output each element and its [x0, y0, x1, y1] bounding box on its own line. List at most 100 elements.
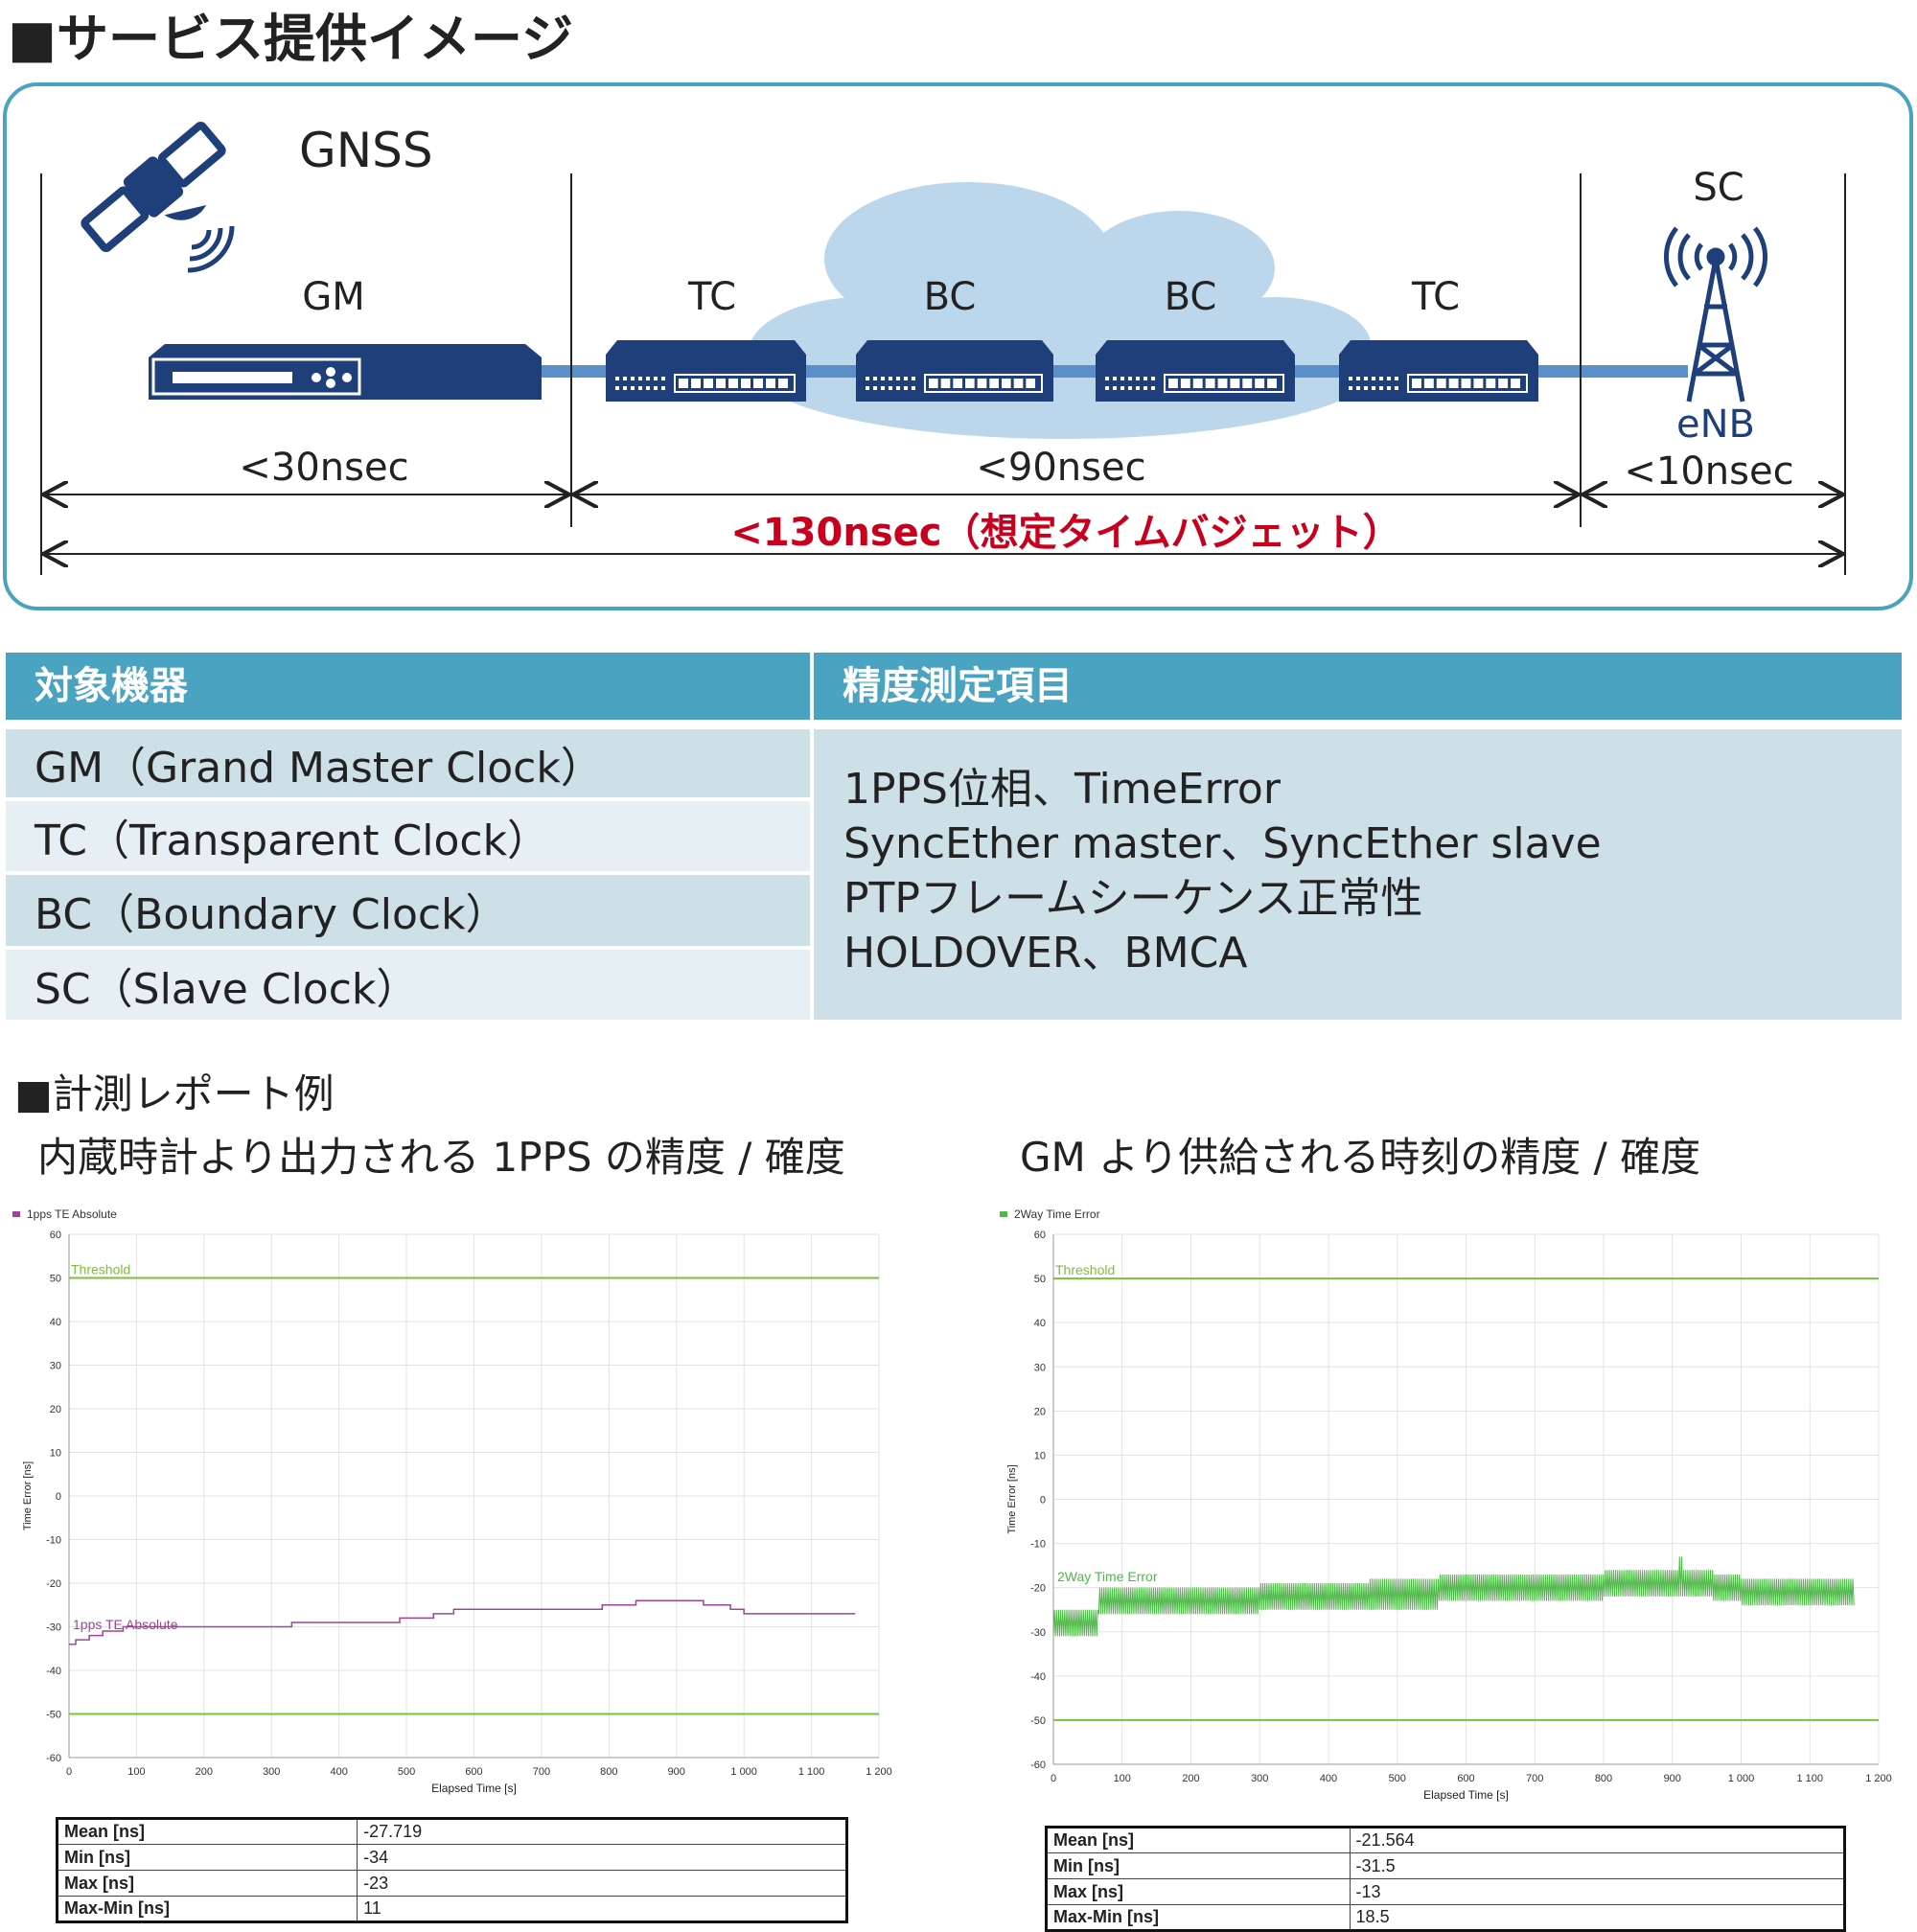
chart-legend[interactable]: 2Way Time Error — [1014, 1208, 1100, 1221]
y-tick-label: -60 — [1030, 1760, 1046, 1771]
series-line-2way — [1052, 1556, 1855, 1637]
measurement-item: HOLDOVER、BMCA — [843, 929, 1248, 978]
stat-value: -27.719 — [357, 1818, 847, 1845]
switch-icon — [606, 340, 806, 402]
x-tick-label: 700 — [533, 1766, 550, 1778]
y-tick-label: 10 — [50, 1448, 61, 1460]
tc-label-1: TC — [687, 275, 737, 319]
threshold-label: Threshold — [71, 1262, 130, 1277]
table-header-items: 精度測定項目 — [814, 653, 1902, 720]
y-tick-label: 10 — [1034, 1450, 1046, 1461]
x-tick-label: 500 — [1389, 1773, 1406, 1784]
y-tick-label: 30 — [1034, 1362, 1046, 1373]
bc-label-1: BC — [923, 275, 977, 319]
y-tick-label: -10 — [1030, 1539, 1046, 1551]
measurement-item: SyncEther master、SyncEther slave — [843, 819, 1602, 868]
x-tick-label: 100 — [127, 1766, 145, 1778]
x-tick-label: 600 — [1457, 1773, 1474, 1784]
gm-budget-label: <30nsec — [239, 446, 409, 490]
y-tick-label: -40 — [46, 1666, 61, 1677]
stats-row: Mean [ns]-27.719 — [56, 1818, 847, 1845]
stat-value: 18.5 — [1349, 1904, 1846, 1931]
stat-value: -34 — [357, 1844, 847, 1871]
measurement-item: 1PPS位相、TimeError — [843, 765, 1281, 814]
legend-swatch — [12, 1211, 20, 1217]
device-row-tc: TC（Transparent Clock） — [6, 801, 810, 871]
x-tick-label: 1 200 — [1865, 1773, 1892, 1784]
stats-row: Max-Min [ns]11 — [56, 1896, 847, 1922]
dimension-arrows — [43, 494, 1843, 554]
chart-legend[interactable]: 1pps TE Absolute — [27, 1208, 117, 1221]
threshold-label: Threshold — [1055, 1262, 1115, 1277]
x-tick-label: 800 — [600, 1766, 617, 1778]
x-tick-label: 1 000 — [730, 1766, 757, 1778]
x-tick-label: 900 — [1664, 1773, 1681, 1784]
sc-label: SC — [1693, 166, 1744, 210]
tc-label-2: TC — [1411, 275, 1461, 319]
x-tick-label: 300 — [263, 1766, 280, 1778]
report-subtitle-left: 内蔵時計より出力される 1PPS の精度 / 確度 — [37, 1134, 845, 1181]
x-axis-label: Elapsed Time [s] — [1423, 1788, 1509, 1802]
x-tick-label: 600 — [465, 1766, 482, 1778]
legend-swatch — [1000, 1211, 1007, 1217]
y-tick-label: -50 — [1030, 1715, 1046, 1727]
y-tick-label: -10 — [46, 1535, 61, 1547]
y-tick-label: 60 — [50, 1230, 61, 1241]
stat-label: Min [ns] — [1046, 1852, 1351, 1879]
stats-row: Mean [ns]-21.564 — [1046, 1827, 1846, 1853]
measurement-item: PTPフレームシーケンス正常性 — [843, 874, 1423, 923]
x-tick-label: 900 — [668, 1766, 685, 1778]
x-tick-label: 300 — [1251, 1773, 1268, 1784]
tower-icon — [1663, 226, 1768, 402]
stat-value: -31.5 — [1349, 1852, 1846, 1879]
switch-icon — [1339, 340, 1538, 402]
stat-label: Max-Min [ns] — [56, 1896, 358, 1922]
y-axis-label: Time Error [ns] — [22, 1461, 34, 1530]
stats-row: Min [ns]-34 — [56, 1844, 847, 1871]
x-tick-label: 1 200 — [866, 1766, 892, 1778]
y-tick-label: -30 — [46, 1622, 61, 1634]
stats-row: Max [ns]-23 — [56, 1870, 847, 1897]
x-tick-label: 800 — [1595, 1773, 1612, 1784]
device-row-bc: BC（Boundary Clock） — [6, 875, 810, 946]
stat-value: -13 — [1349, 1878, 1846, 1905]
network-budget-label: <90nsec — [976, 446, 1146, 490]
y-tick-label: 40 — [1034, 1318, 1046, 1329]
x-tick-label: 0 — [1051, 1773, 1056, 1784]
x-tick-label: 400 — [330, 1766, 347, 1778]
service-diagram-frame — [3, 82, 1913, 610]
device-row-gm: GM（Grand Master Clock） — [6, 729, 810, 797]
y-tick-label: 50 — [1034, 1274, 1046, 1285]
x-tick-label: 100 — [1114, 1773, 1131, 1784]
x-axis-label: Elapsed Time [s] — [431, 1782, 517, 1795]
y-tick-label: 30 — [50, 1361, 61, 1372]
y-tick-label: 0 — [1040, 1495, 1046, 1506]
x-tick-label: 200 — [1182, 1773, 1199, 1784]
x-tick-label: 400 — [1320, 1773, 1337, 1784]
stat-label: Mean [ns] — [56, 1818, 358, 1845]
stats-row: Min [ns]-31.5 — [1046, 1852, 1846, 1879]
y-tick-label: 50 — [50, 1274, 61, 1285]
stat-label: Max [ns] — [1046, 1878, 1351, 1905]
sc-budget-label: <10nsec — [1624, 449, 1794, 494]
gm-label: GM — [302, 275, 365, 319]
enb-label: eNB — [1676, 402, 1755, 447]
gnss-label: GNSS — [299, 123, 433, 178]
switch-icons — [606, 340, 1538, 402]
segment-dividers — [40, 173, 1846, 575]
measurement-items-cell: 1PPS位相、TimeError SyncEther master、SyncEt… — [814, 729, 1902, 1020]
y-tick-label: 40 — [50, 1317, 61, 1328]
stat-value: 11 — [357, 1896, 847, 1922]
signal-waves-icon — [187, 225, 235, 273]
y-tick-label: 0 — [56, 1491, 61, 1503]
stat-label: Mean [ns] — [1046, 1827, 1351, 1853]
stat-value: -21.564 — [1349, 1827, 1846, 1853]
y-tick-label: 60 — [1034, 1230, 1046, 1241]
gm-device-icon — [149, 344, 542, 400]
x-tick-label: 200 — [196, 1766, 213, 1778]
switch-icon — [856, 340, 1053, 402]
bc-label-2: BC — [1164, 275, 1217, 319]
